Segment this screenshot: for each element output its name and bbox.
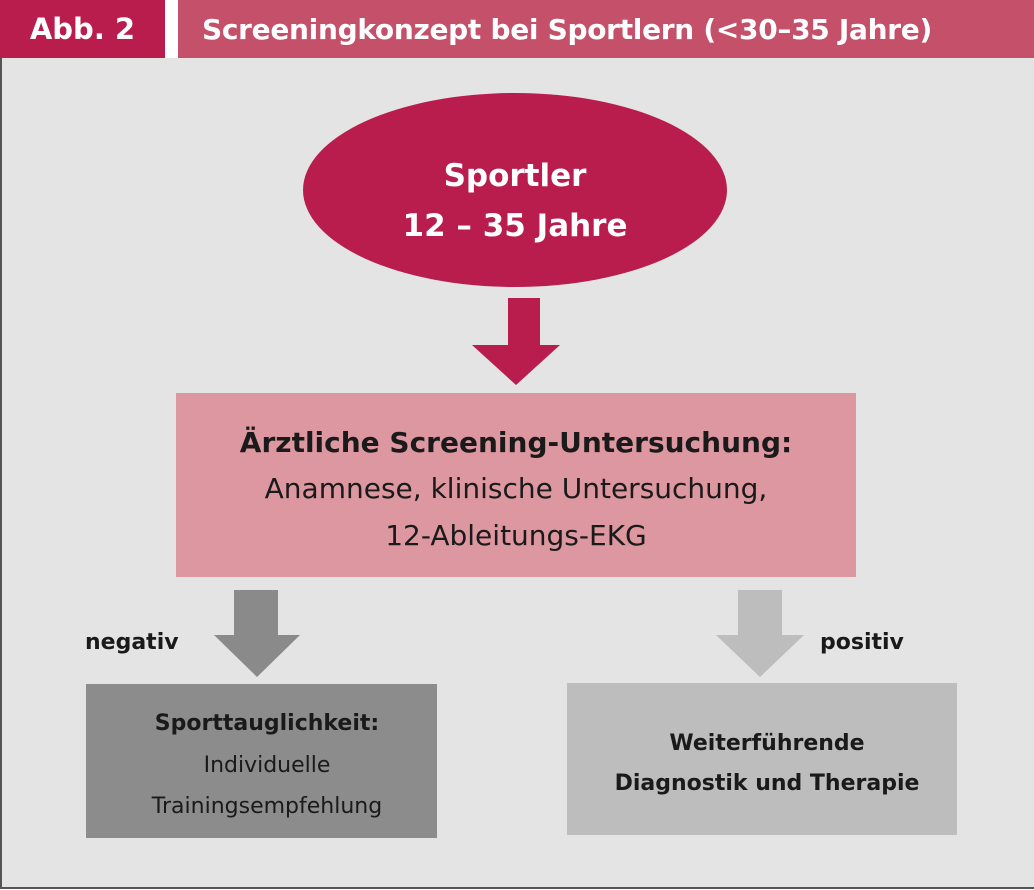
negative-label: negativ (85, 630, 179, 655)
figure-label: Abb. 2 (0, 0, 165, 58)
figure-title: Screeningkonzept bei Sportlern (<30–35 J… (178, 0, 1034, 58)
start-node (303, 93, 727, 287)
screening-line1: Anamnese, klinische Untersuchung, (265, 472, 768, 505)
screening-heading: Ärztliche Screening-Untersuchung: (240, 425, 792, 459)
positive-node (567, 683, 957, 835)
negative-line1: Individuelle (204, 753, 331, 778)
positive-arrow-icon (716, 590, 804, 677)
negative-heading: Sporttauglichkeit: (155, 711, 379, 736)
screening-node (176, 393, 856, 577)
positive-line2: Diagnostik und Therapie (615, 771, 920, 796)
start-line1: Sportler (444, 158, 588, 194)
start-line2: 12 – 35 Jahre (403, 208, 628, 244)
positive-line1: Weiterführende (669, 731, 864, 756)
arrow-down-icon (472, 298, 560, 385)
screening-line2: 12-Ableitungs-EKG (385, 519, 647, 552)
negative-line2: Trainingsempfehlung (151, 794, 382, 819)
negative-arrow-icon (214, 590, 300, 677)
negative-node (86, 684, 437, 838)
positive-label: positiv (820, 630, 905, 655)
